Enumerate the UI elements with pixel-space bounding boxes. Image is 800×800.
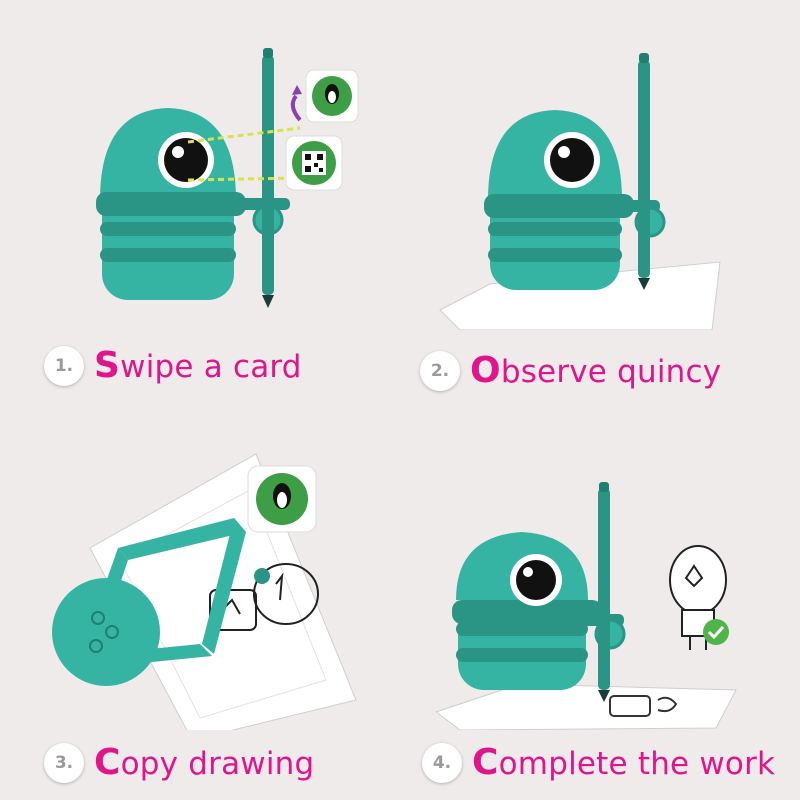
step-4-illustration: [434, 482, 737, 730]
step-3-illustration: [52, 453, 357, 730]
pen-icon: [638, 53, 650, 290]
paper-sheet: [434, 683, 737, 730]
pen-icon: [262, 48, 274, 308]
step-2-illustration: [439, 53, 721, 330]
penguin-card-icon: [247, 465, 317, 533]
step-4-panel: 4. Complete the work: [400, 400, 800, 800]
step-title: Complete the work: [472, 742, 776, 783]
scan-lines: [187, 126, 301, 182]
robot-illustration: [452, 532, 626, 690]
drawing-sketch: [609, 695, 678, 717]
step-number-badge: 4.: [422, 742, 462, 783]
step-2-panel: 2. Observe quincy: [400, 0, 800, 400]
step-1-panel: 1. Swipe a card: [0, 0, 400, 400]
pen-icon: [598, 482, 610, 702]
step-number-badge: 3.: [44, 742, 84, 783]
penguin-sketch: [669, 545, 727, 650]
step-3-panel: 3. Copy drawing: [0, 400, 400, 800]
paper-sheet: [439, 261, 721, 330]
robot-illustration: [96, 108, 290, 300]
step-title: Copy drawing: [94, 742, 315, 783]
drawing-sketch: [209, 563, 319, 631]
robot-illustration: [484, 110, 666, 290]
swipe-arrow-icon: [290, 94, 302, 122]
step-title: Observe quincy: [470, 350, 722, 391]
step-number-badge: 2.: [420, 350, 460, 391]
step-3-caption: 3. Copy drawing: [44, 742, 314, 783]
qr-card-icon: [285, 135, 343, 191]
penguin-card-icon: [305, 69, 359, 123]
step-4-caption: 4. Complete the work: [422, 742, 775, 783]
step-1-caption: 1. Swipe a card: [44, 345, 302, 386]
step-2-caption: 2. Observe quincy: [420, 350, 721, 391]
step-title: Swipe a card: [94, 345, 302, 386]
robot-illustration: [52, 578, 160, 686]
step-1-illustration: [96, 48, 359, 308]
step-number-badge: 1.: [44, 345, 84, 386]
checkmark-icon: [703, 619, 729, 645]
